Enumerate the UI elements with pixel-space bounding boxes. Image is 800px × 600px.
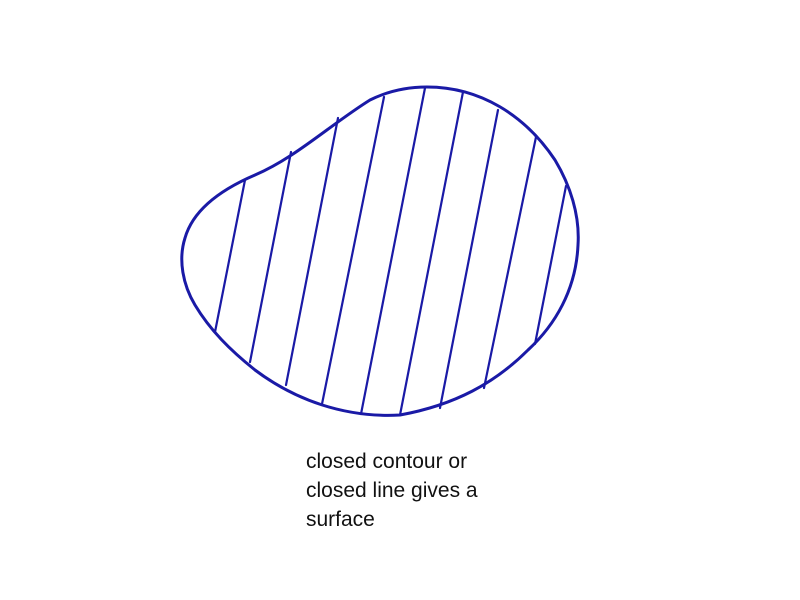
caption-line-1: closed contour or [306, 450, 468, 473]
hatch-line [398, 90, 465, 417]
hatch-line [320, 95, 386, 406]
hatch-line [482, 135, 538, 390]
hatch-line [248, 150, 293, 364]
hatch-line [533, 184, 568, 346]
caption: closed contour or closed line gives a su… [306, 447, 606, 534]
hatch-line [359, 86, 427, 416]
closed-contour [180, 85, 580, 417]
hatch-line [284, 116, 340, 387]
hatch-lines [213, 86, 568, 417]
caption-line-3: surface [306, 508, 375, 531]
hatch-line [438, 108, 500, 410]
hatch-line [213, 178, 247, 334]
caption-line-2: closed line gives a [306, 479, 478, 502]
